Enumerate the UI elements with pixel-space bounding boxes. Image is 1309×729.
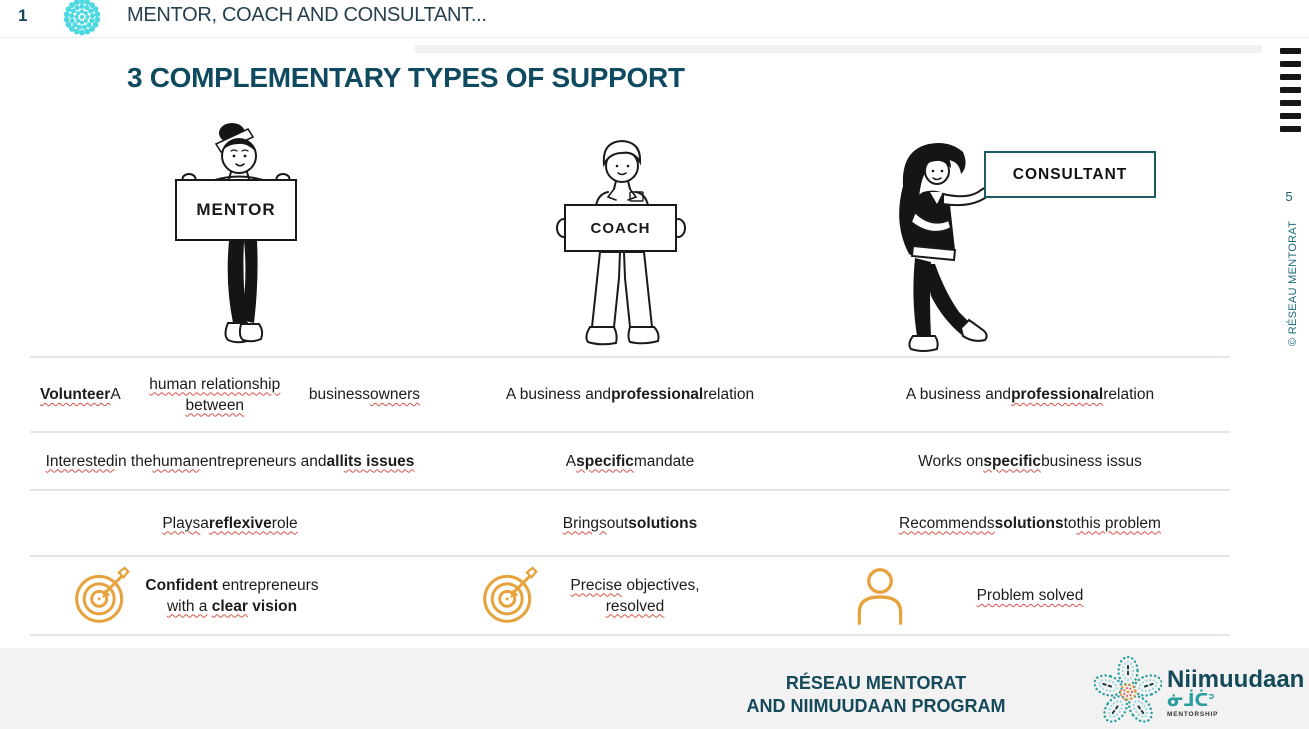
target-arrow-icon xyxy=(480,565,540,626)
header-accent-bar xyxy=(415,45,1262,53)
menu-lines-icon[interactable] xyxy=(1280,48,1301,139)
section-kicker: MENTOR, COACH AND CONSULTANT... xyxy=(127,4,487,26)
footer-line2: AND NIIMUUDAAN PROGRAM xyxy=(746,696,1006,716)
page-number: 5 xyxy=(1285,189,1293,204)
copyright-vertical: © RÉSEAU MENTORAT xyxy=(1287,220,1299,346)
table-row-role: Plays a reflexive role Brings out soluti… xyxy=(30,489,1230,555)
logo-syllabics: ᓃᒨᑖᐣ xyxy=(1167,691,1216,711)
cell-mentor-role: Plays a reflexive role xyxy=(162,514,298,532)
mentor-sign: MENTOR xyxy=(175,179,297,241)
footer-bar: RÉSEAU MENTORAT AND NIIMUUDAAN PROGRAM xyxy=(0,648,1309,729)
section-number: 1 xyxy=(18,6,28,25)
cell-coach-role: Brings out solutions xyxy=(562,514,698,532)
consultant-figure-illustration xyxy=(885,140,1017,358)
table-row-focus: Interested in the human entrepreneurs an… xyxy=(30,431,1230,489)
niimuudaan-logo: Niimuudaan ᓃᒨᑖᐣ MENTORSHIP xyxy=(1093,654,1304,729)
footer-line1: RÉSEAU MENTORAT xyxy=(785,673,967,693)
flower-logo-icon xyxy=(1093,654,1163,729)
footer-program-text: RÉSEAU MENTORAT AND NIIMUUDAAN PROGRAM xyxy=(656,672,1096,718)
page-title: 3 COMPLEMENTARY TYPES OF SUPPORT xyxy=(127,62,685,93)
cell-coach-focus: A specific mandate xyxy=(565,452,695,470)
logo-wordmark: Niimuudaan ᓃᒨᑖᐣ MENTORSHIP xyxy=(1167,667,1304,718)
coach-sign: COACH xyxy=(564,204,677,252)
cell-coach-outcome: Precise objectives,resolved xyxy=(430,557,830,634)
coach-figure-illustration: COACH xyxy=(540,133,705,358)
logo-name: Niimuudaan xyxy=(1167,666,1305,693)
mentor-figure-illustration: MENTOR xyxy=(145,123,330,358)
consultant-sign: CONSULTANT xyxy=(984,151,1156,198)
dot-circle-icon xyxy=(61,0,103,39)
cell-mentor-focus: Interested in the human entrepreneurs an… xyxy=(45,452,415,470)
header-rule xyxy=(0,37,1309,38)
person-icon xyxy=(850,566,910,626)
logo-tagline: MENTORSHIP xyxy=(1167,711,1219,718)
cell-consultant-outcome: Problem solved xyxy=(830,557,1230,634)
target-arrow-icon xyxy=(72,565,132,626)
